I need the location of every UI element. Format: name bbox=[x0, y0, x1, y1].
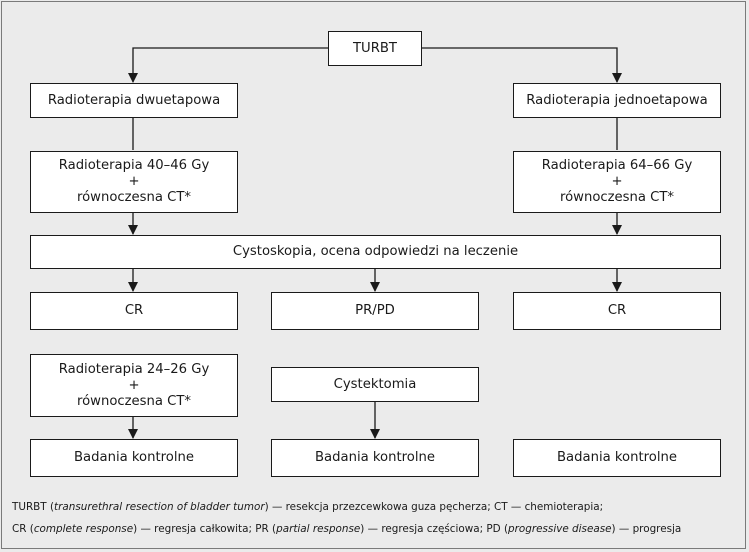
caption-text: ) — regresja całkowita; PR ( bbox=[133, 523, 277, 535]
caption-text: TURBT ( bbox=[12, 501, 55, 513]
arrow-turbt-to-rt-one-stage bbox=[421, 47, 622, 83]
caption-line-2: CR (complete response) — regresja całkow… bbox=[12, 518, 748, 540]
node-label: Radioterapia jednoetapowa bbox=[526, 92, 708, 108]
node-cr-left: CR bbox=[30, 292, 238, 330]
node-label: Radioterapia dwuetapowa bbox=[47, 92, 221, 108]
node-label: Cystoskopia, ocena odpowiedzi na leczeni… bbox=[232, 244, 519, 259]
figure-caption: TURBT (transurethral resection of bladde… bbox=[12, 496, 748, 540]
node-label: CR bbox=[607, 303, 627, 318]
node-line2: + bbox=[128, 377, 140, 393]
node-line1: Radioterapia 64–66 Gy bbox=[541, 158, 693, 173]
caption-text: CR ( bbox=[12, 523, 34, 535]
node-line3: równoczesna CT* bbox=[76, 190, 192, 205]
caption-text: ) — resekcja przezcewkowa guza pęcherza;… bbox=[264, 501, 604, 513]
node-rt-one-stage: Radioterapia jednoetapowa bbox=[513, 83, 721, 118]
arrow-turbt-to-rt-two-stage bbox=[128, 47, 329, 83]
caption-text-italic: transurethral resection of bladder tumor bbox=[54, 501, 265, 513]
node-pr-pd: PR/PD bbox=[271, 292, 479, 330]
node-cystectomy: Cystektomia bbox=[271, 367, 479, 402]
node-rt-40-46: Radioterapia 40–46 Gy + równoczesna CT* bbox=[30, 151, 238, 213]
node-cr-right: CR bbox=[513, 292, 721, 330]
node-line2: + bbox=[611, 174, 623, 189]
node-line3: równoczesna CT* bbox=[76, 393, 192, 409]
node-cystoscopy: Cystoskopia, ocena odpowiedzi na leczeni… bbox=[30, 235, 721, 269]
caption-text: ) — regresja częściowa; PD ( bbox=[360, 523, 509, 535]
node-label: TURBT bbox=[353, 40, 397, 56]
node-turbt: TURBT bbox=[328, 31, 422, 66]
caption-line-1: TURBT (transurethral resection of bladde… bbox=[12, 496, 748, 518]
node-rt-two-stage: Radioterapia dwuetapowa bbox=[30, 83, 238, 118]
node-rt-24-26: Radioterapia 24–26 Gy + równoczesna CT* bbox=[30, 354, 238, 417]
node-line1: Radioterapia 24–26 Gy bbox=[58, 361, 210, 377]
node-followup-left: Badania kontrolne bbox=[30, 439, 238, 477]
node-line3: równoczesna CT* bbox=[559, 190, 675, 205]
node-label: Badania kontrolne bbox=[557, 450, 677, 465]
node-rt-64-66: Radioterapia 64–66 Gy + równoczesna CT* bbox=[513, 151, 721, 213]
caption-text-italic: partial response bbox=[276, 523, 361, 535]
caption-text: ) — progresja bbox=[611, 523, 682, 535]
caption-text-italic: progressive disease bbox=[508, 523, 612, 535]
caption-text-italic: complete response bbox=[33, 523, 134, 535]
node-line1: Radioterapia 40–46 Gy bbox=[58, 158, 210, 173]
node-line2: + bbox=[128, 174, 140, 189]
node-followup-right: Badania kontrolne bbox=[513, 439, 721, 477]
node-followup-middle: Badania kontrolne bbox=[271, 439, 479, 477]
node-label: CR bbox=[124, 303, 144, 318]
node-label: Cystektomia bbox=[333, 376, 417, 392]
node-label: PR/PD bbox=[355, 303, 395, 318]
node-label: Badania kontrolne bbox=[315, 450, 435, 465]
node-label: Badania kontrolne bbox=[74, 450, 194, 465]
